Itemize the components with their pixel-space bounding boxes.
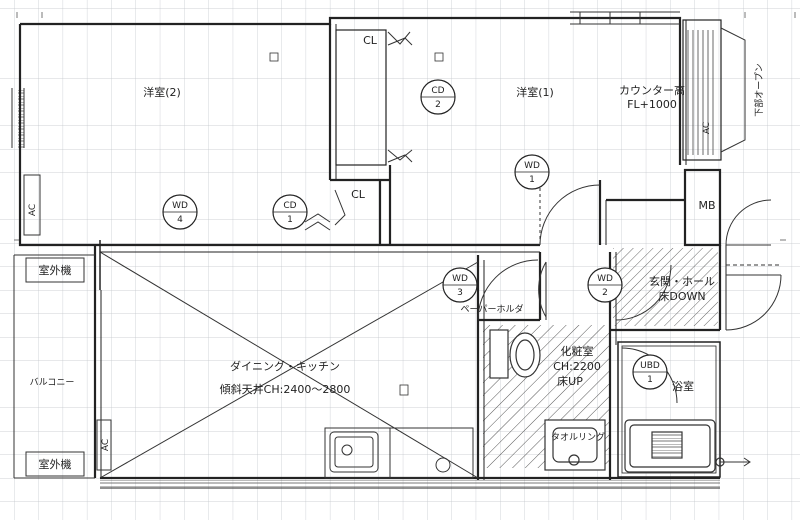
- tag-wd1-top: WD: [524, 161, 540, 171]
- washbasin: [544, 419, 606, 471]
- right-door-swings: [720, 27, 782, 331]
- counter-height-label: カウンター高: [619, 83, 685, 97]
- ac-label-left: AC: [28, 204, 38, 216]
- open-below-label: 下部オープン: [753, 63, 765, 116]
- dining-ceiling-height: 傾斜天井CH:2400～2800: [220, 382, 351, 396]
- tag-wd4-top: WD: [172, 201, 188, 211]
- counter-fl-label: FL+1000: [627, 98, 677, 111]
- room-bath: 浴室: [672, 379, 694, 393]
- grid-ticks: [14, 12, 796, 241]
- door-swings: [477, 184, 672, 321]
- outdoor-unit-top: 室外機: [39, 263, 72, 277]
- sloped-ceiling-diagonals: [99, 251, 479, 479]
- tag-wd2-top: WD: [597, 274, 613, 284]
- kitchen-counter: [324, 427, 474, 479]
- tag-cd2-top: CD: [431, 86, 444, 96]
- tag-ubd-num: 1: [647, 375, 653, 385]
- mb-label: MB: [698, 199, 715, 212]
- entrance-floor-hatch: [613, 248, 718, 326]
- closet-doors: [304, 31, 413, 231]
- tag-wd3-top: WD: [452, 274, 468, 284]
- tag-wd2-num: 2: [602, 288, 608, 298]
- closet-label-top: CL: [363, 34, 378, 47]
- counter-slats: [687, 30, 714, 155]
- room-entrance-hall: 玄関・ホール: [649, 274, 715, 288]
- vanity-floor-up: 床UP: [557, 374, 583, 388]
- tag-dividers: [163, 96, 667, 373]
- tag-ubd-top: UBD: [640, 361, 660, 371]
- toilet: [489, 329, 541, 379]
- paper-holder-label: ペーパーホルダ: [461, 303, 524, 315]
- balcony-outline: [13, 174, 112, 479]
- bottom-wall-hatch: [100, 478, 720, 488]
- towel-ring-label: タオルリング: [551, 431, 605, 443]
- outdoor-unit-bottom: 室外機: [39, 457, 72, 471]
- room-western-2: 洋室(2): [143, 85, 181, 99]
- bathtub: [624, 419, 725, 473]
- top-window: [570, 11, 680, 25]
- room-dining-kitchen: ダイニング・キッチン: [230, 359, 340, 373]
- room-western-1: 洋室(1): [516, 85, 554, 99]
- ac-label-right: AC: [702, 122, 712, 134]
- exhaust-arrow: [720, 457, 751, 467]
- tag-cd1-num: 1: [287, 215, 293, 225]
- ac-label-balcony: AC: [101, 439, 111, 451]
- tag-wd3-num: 3: [457, 288, 463, 298]
- closet-label-bottom: CL: [351, 188, 366, 201]
- detectors: [269, 52, 444, 396]
- left-window: [11, 88, 25, 148]
- vanity-ceiling-height: CH:2200: [553, 360, 601, 373]
- entrance-floor-down: 床DOWN: [658, 289, 705, 303]
- tag-wd4-num: 4: [177, 215, 183, 225]
- room-balcony: バルコニー: [30, 377, 75, 388]
- room-vanity: 化粧室: [561, 344, 594, 358]
- tag-cd1-top: CD: [283, 201, 296, 211]
- tag-wd1-num: 1: [529, 175, 535, 185]
- tag-cd2-num: 2: [435, 100, 441, 110]
